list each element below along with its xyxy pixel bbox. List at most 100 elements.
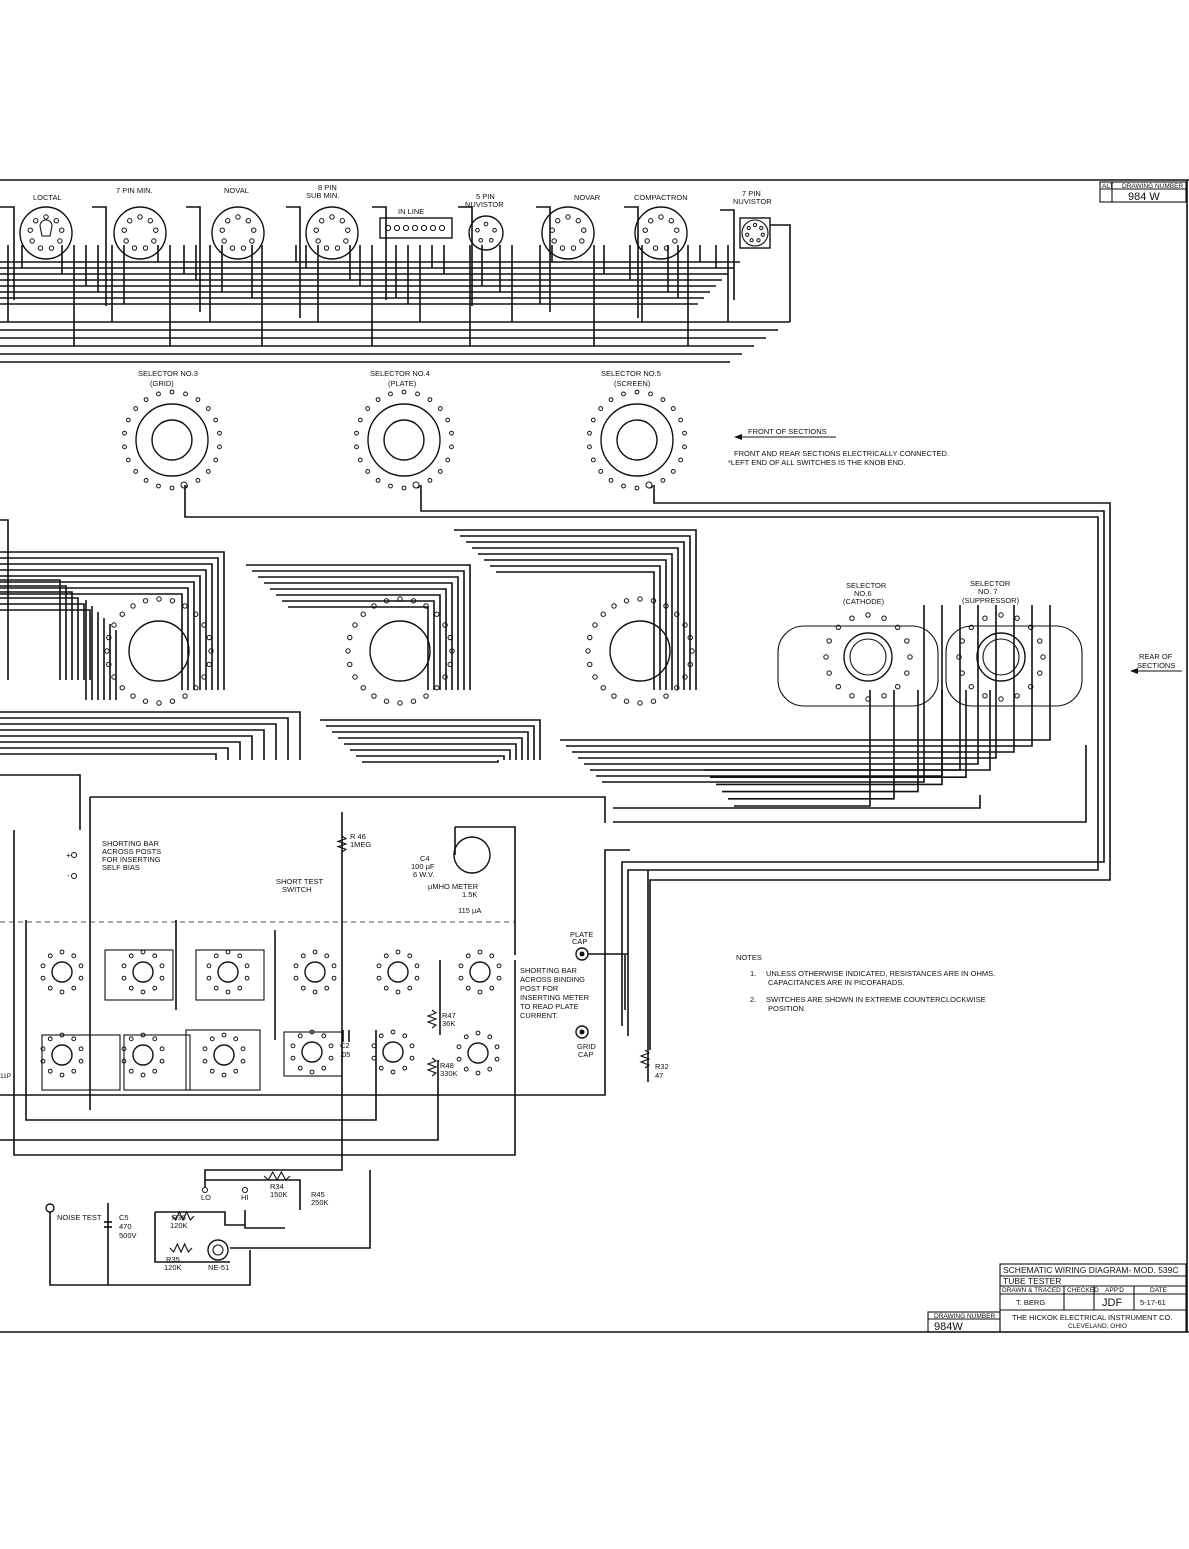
socket-pin bbox=[229, 245, 236, 251]
selector-contact bbox=[143, 477, 149, 483]
socket-frame bbox=[186, 206, 201, 312]
harness-return bbox=[344, 743, 517, 760]
switch-contact bbox=[221, 1032, 227, 1038]
socket-pin bbox=[240, 245, 247, 251]
socket-pin bbox=[121, 227, 127, 233]
harness-left bbox=[0, 603, 85, 680]
switch-contact bbox=[300, 953, 306, 959]
selector-contact bbox=[670, 469, 676, 474]
wafer-contact bbox=[1014, 615, 1020, 621]
lower-wire bbox=[0, 849, 630, 1096]
hi-label: HI bbox=[241, 1193, 249, 1202]
socket-pin bbox=[559, 245, 566, 251]
socket-pin bbox=[644, 238, 650, 244]
meter-current: 115 µA bbox=[458, 906, 481, 915]
wafer-contact bbox=[1040, 654, 1046, 660]
selector-contact bbox=[156, 483, 161, 489]
selector-contact bbox=[678, 417, 684, 423]
wafer-contact bbox=[130, 603, 136, 609]
selector-6-sub: (CATHODE) bbox=[843, 597, 885, 606]
shorting-meter-1: SHORTING BAR bbox=[520, 966, 578, 975]
socket-pin bbox=[137, 214, 143, 220]
grid-cap-1: GRID bbox=[577, 1042, 596, 1051]
wafer-hub bbox=[982, 638, 1020, 676]
lower-wire bbox=[204, 812, 343, 1190]
switch-rotor bbox=[467, 1042, 489, 1064]
wafer-contact bbox=[119, 611, 125, 617]
switch-contact bbox=[494, 1044, 500, 1050]
switch-contact bbox=[383, 985, 389, 991]
left-cut-label: 11P bbox=[0, 1073, 11, 1080]
harness-wire bbox=[460, 535, 691, 690]
selector-hub bbox=[151, 419, 193, 461]
switch-contact bbox=[140, 949, 146, 955]
switch-contact bbox=[376, 963, 382, 969]
socket-pin bbox=[323, 245, 330, 251]
wafer-contact bbox=[894, 683, 901, 690]
switch-contact bbox=[477, 989, 483, 995]
switch-contact bbox=[489, 985, 495, 991]
selector-4-sub: (PLATE) bbox=[388, 379, 417, 388]
noval-label: NOVAL bbox=[224, 186, 249, 195]
selector-contact bbox=[133, 469, 139, 474]
meter-resistance: 1.5K bbox=[462, 890, 477, 899]
harness-left bbox=[0, 609, 91, 680]
harness-return bbox=[566, 605, 1033, 747]
switch-contact bbox=[290, 1043, 296, 1049]
socket-pin bbox=[147, 218, 153, 224]
switch-contact bbox=[213, 985, 219, 991]
wafer-contact bbox=[397, 700, 403, 706]
switch-contact bbox=[407, 953, 413, 959]
resistor-symbol bbox=[426, 1057, 438, 1077]
bottom-dn-header: DRAWING NUMBER bbox=[934, 1313, 995, 1320]
front-arrow-head bbox=[734, 434, 742, 440]
wafer-contact bbox=[371, 693, 377, 699]
socket-pin bbox=[345, 227, 351, 233]
switch-contact bbox=[395, 989, 401, 995]
switch-frame bbox=[195, 949, 265, 1001]
socket-pin bbox=[752, 222, 758, 228]
harness-rear bbox=[704, 690, 991, 771]
socket-row: LOCTAL 7 PIN MIN. NOVAL 8 PIN SUB MIN. I… bbox=[19, 183, 772, 260]
switch-contact bbox=[371, 1055, 377, 1061]
selector-contact bbox=[125, 417, 131, 423]
wafer-contact bbox=[904, 670, 910, 676]
switch-rotor bbox=[301, 1041, 323, 1063]
selector-contact bbox=[587, 444, 592, 450]
short-test-2: SWITCH bbox=[282, 885, 312, 894]
harness-return bbox=[584, 605, 979, 765]
switch-contact bbox=[465, 985, 471, 991]
note-1-line-2: CAPACITANCES ARE IN PICOFARADS. bbox=[768, 978, 904, 987]
socket-pin bbox=[131, 245, 138, 251]
selector-contact bbox=[365, 469, 371, 474]
harness-wire bbox=[478, 553, 673, 690]
switch-contact bbox=[59, 989, 65, 995]
selector-contact bbox=[415, 391, 420, 397]
switch-contact bbox=[376, 975, 382, 981]
switch-contact bbox=[244, 963, 250, 969]
switch-contact bbox=[390, 1069, 396, 1075]
selector-contact bbox=[375, 477, 381, 483]
selector-contact bbox=[133, 406, 139, 411]
wafer-contact bbox=[352, 674, 358, 680]
switch-contact bbox=[475, 1030, 481, 1036]
lower-wire bbox=[0, 1060, 439, 1141]
selector-contact bbox=[169, 485, 175, 491]
title-block-subtitle: TUBE TESTER bbox=[1003, 1276, 1061, 1286]
switch-contact bbox=[71, 985, 77, 991]
meter-label: µMHO METER bbox=[428, 882, 479, 891]
socket-frame bbox=[92, 206, 107, 306]
wafer-contact bbox=[182, 603, 188, 609]
selector-hub bbox=[616, 419, 658, 461]
switch-rotor bbox=[132, 1044, 154, 1066]
seven-pin-min-label: 7 PIN MIN. bbox=[116, 186, 153, 195]
wafer-contact bbox=[169, 598, 176, 604]
switch-frame bbox=[185, 1029, 261, 1091]
front-note-2: *LEFT END OF ALL SWITCHES IS THE KNOB EN… bbox=[728, 458, 905, 467]
switch-contact bbox=[402, 1065, 408, 1071]
socket-frame bbox=[536, 206, 551, 312]
bottom-dn-value: 984W bbox=[934, 1321, 963, 1333]
switch-contact bbox=[293, 975, 299, 981]
switch-contact bbox=[202, 1046, 208, 1052]
switch-contact bbox=[487, 1034, 493, 1040]
